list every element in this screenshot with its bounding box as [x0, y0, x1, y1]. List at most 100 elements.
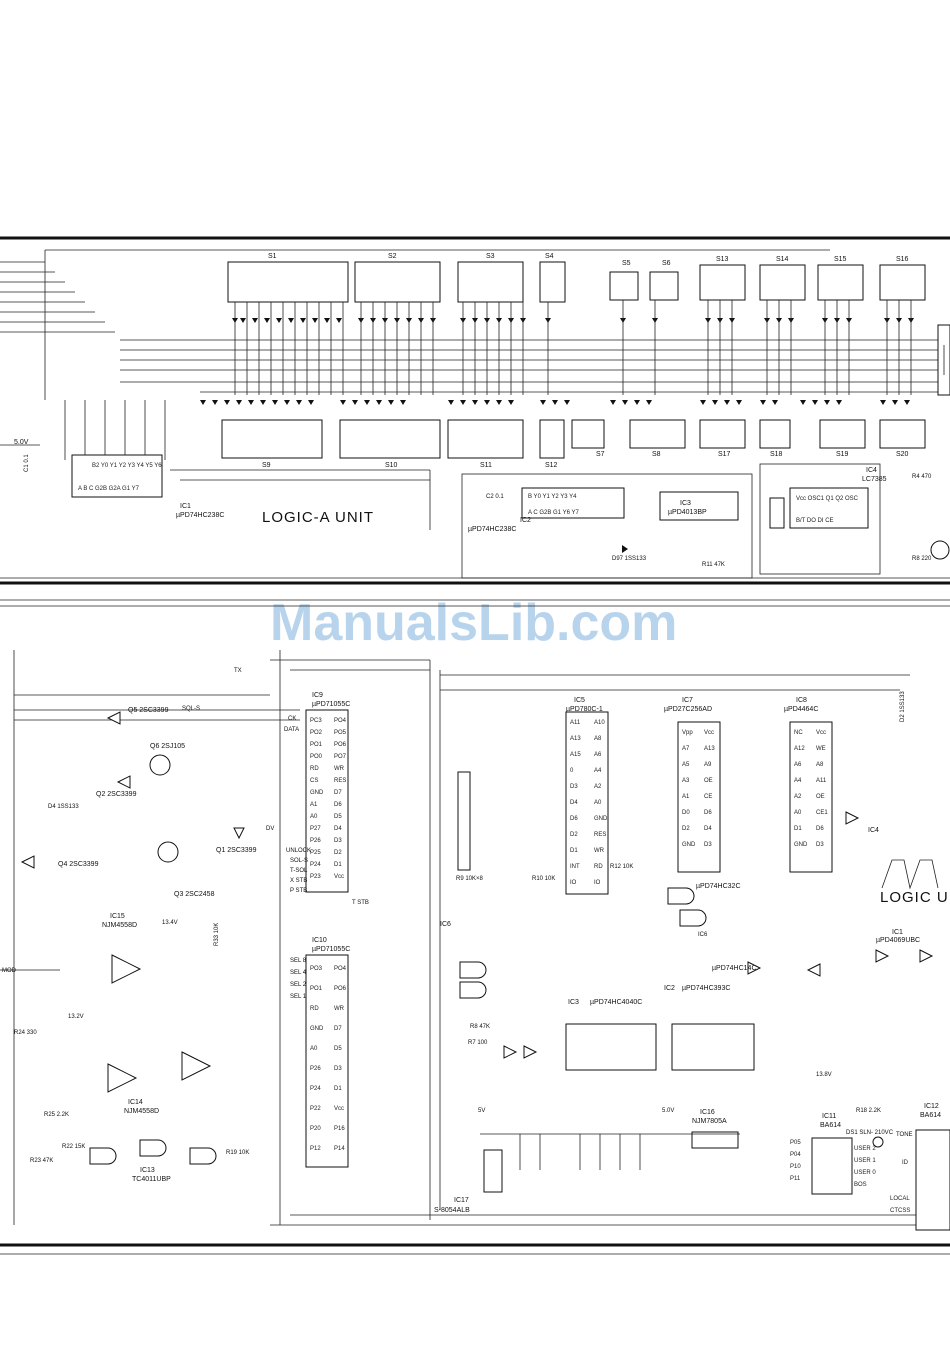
t-stb-signal: T STB [352, 900, 369, 906]
svg-text:D7: D7 [334, 1026, 342, 1032]
ic12-pin-user1: USER 1 [854, 1158, 876, 1164]
s10-label: S10 [385, 462, 398, 469]
svg-text:A2: A2 [794, 794, 802, 800]
ic6-ref: IC6 [440, 921, 451, 928]
ic5-part: µPD780C-1 [566, 706, 603, 713]
svg-text:A6: A6 [794, 762, 802, 768]
x-stb-signal: X STB [290, 878, 307, 884]
r4-label: R4 470 [912, 474, 932, 480]
ic13c-gate-icon [189, 1147, 217, 1165]
svg-text:PO4: PO4 [334, 966, 347, 972]
svg-text:INT: INT [570, 864, 580, 870]
svg-text:B Y0 Y1 Y2 Y3 Y4: B Y0 Y1 Y2 Y3 Y4 [528, 494, 577, 500]
svg-text:D4: D4 [704, 826, 712, 832]
svg-text:CS: CS [310, 778, 318, 784]
switch-block-s4: S4 [539, 253, 566, 303]
svg-text:PO4: PO4 [334, 718, 347, 724]
ic5-ref: IC5 [574, 697, 585, 704]
svg-text:D6: D6 [570, 816, 578, 822]
unlock-signal: UNLOCK [286, 848, 311, 854]
q3-label: Q3 2SC2458 [174, 891, 215, 898]
ds1-label: DS1 SLN- 210VC [846, 1130, 894, 1136]
q3-icon [157, 841, 179, 863]
svg-text:RD: RD [310, 1006, 319, 1012]
svg-text:A4: A4 [594, 768, 602, 774]
ic4-inverter-5-icon [523, 1045, 538, 1059]
ic15-opamp-icon [111, 954, 142, 984]
ic12-pin-user0: USER 0 [854, 1170, 876, 1176]
ic3-lower-part: µPD74HC4040C [590, 999, 642, 1006]
ic4-inverter-4-icon [503, 1045, 518, 1059]
svg-text:PO7: PO7 [334, 754, 347, 760]
sub-board-outline [461, 473, 753, 579]
ic16-part: NJM7805A [692, 1118, 727, 1125]
svg-text:D6: D6 [334, 802, 342, 808]
d4-label: D4 1SS133 [48, 804, 79, 810]
ic11: IC11 BA614 P05 P04 P10 P11 [790, 1113, 853, 1195]
r19-label: R19 10K [226, 1150, 249, 1156]
ic4-upper-body [789, 487, 869, 529]
s7-label: S7 [596, 451, 605, 458]
switch-block-s15: S15 [817, 256, 864, 301]
svg-text:D6: D6 [816, 826, 824, 832]
q6-label: Q6 2SJ105 [150, 743, 185, 750]
svg-text:P24: P24 [310, 862, 321, 868]
switch-row-top: S1 S2 S3 S4 S5 S6 [227, 253, 926, 303]
lower-left-opamps: IC15 NJM4558D 13.4V 13.2V IC14 NJM4558D … [2, 913, 249, 1183]
ic2-lower-ref: IC2 [664, 985, 675, 992]
svg-text:PO2: PO2 [310, 730, 323, 736]
q5-triangle-icon [106, 711, 121, 725]
s5-label: S5 [622, 260, 631, 267]
switch-row-bottom: S9 S10 S11 S12 S7 S8 [221, 419, 926, 469]
svg-text:A0: A0 [594, 800, 602, 806]
ic11-pin-p10: P10 [790, 1164, 801, 1170]
lower-counters: IC3 µPD74HC4040C IC2 µPD74HC393C 13.8V [565, 985, 832, 1078]
ic6-gate-2-ref: IC6 [698, 932, 708, 938]
voltage-13-8: 13.8V [816, 1072, 832, 1078]
ic2-lower-body [671, 1023, 755, 1071]
r9-resistor-array [457, 771, 471, 871]
mod-signal: MOD [2, 968, 17, 974]
s17-label: S17 [718, 451, 731, 458]
ic6-gate-3-icon [459, 961, 487, 979]
svg-text:PO1: PO1 [310, 742, 323, 748]
svg-text:D1: D1 [794, 826, 802, 832]
svg-text:A8: A8 [816, 762, 824, 768]
c2-label: C2 0.1 [486, 494, 504, 500]
svg-text:Vcc: Vcc [334, 874, 344, 880]
ic2-lower-part: µPD74HC393C [682, 985, 730, 992]
d97-diode-icon [622, 545, 628, 553]
ic3-upper: IC3 µPD4013BP R11 47K D97 1SS133 [612, 491, 739, 568]
r9-label: R9 10K×8 [456, 876, 484, 882]
svg-text:A0: A0 [310, 814, 318, 820]
svg-text:A11: A11 [816, 778, 827, 784]
sol-s-signal: SOL-S [290, 858, 308, 864]
svg-text:D7: D7 [334, 790, 342, 796]
svg-text:GND: GND [310, 790, 324, 796]
r22-label: R22 15K [62, 1144, 85, 1150]
svg-text:D6: D6 [704, 810, 712, 816]
ic11-part: BA614 [820, 1122, 841, 1129]
voltage-5v-lower: 5V [478, 1108, 485, 1114]
switch-block-s6: S6 [649, 260, 679, 301]
svg-text:A3: A3 [682, 778, 690, 784]
logic-u-unit-label: LOGIC U [880, 889, 949, 906]
q2-triangle-icon [116, 775, 131, 789]
svg-text:P20: P20 [310, 1126, 321, 1132]
ic13-part: TC4011UBP [132, 1176, 171, 1183]
svg-text:RD: RD [310, 766, 319, 772]
svg-text:GND: GND [682, 842, 696, 848]
switch-block-s2: S2 [354, 253, 441, 303]
svg-text:P14: P14 [334, 1146, 345, 1152]
svg-text:D3: D3 [570, 784, 578, 790]
ic8-body [789, 721, 833, 873]
ic5-body [565, 711, 609, 895]
r7-lower-label: R7 100 [468, 1040, 488, 1046]
svg-text:D1: D1 [570, 848, 578, 854]
svg-text:GND: GND [310, 1026, 324, 1032]
svg-text:B2 Y0 Y1 Y2 Y3 Y4 Y5 Y6: B2 Y0 Y1 Y2 Y3 Y4 Y5 Y6 [92, 463, 162, 469]
svg-text:PC3: PC3 [310, 718, 322, 724]
s8-label: S8 [652, 451, 661, 458]
